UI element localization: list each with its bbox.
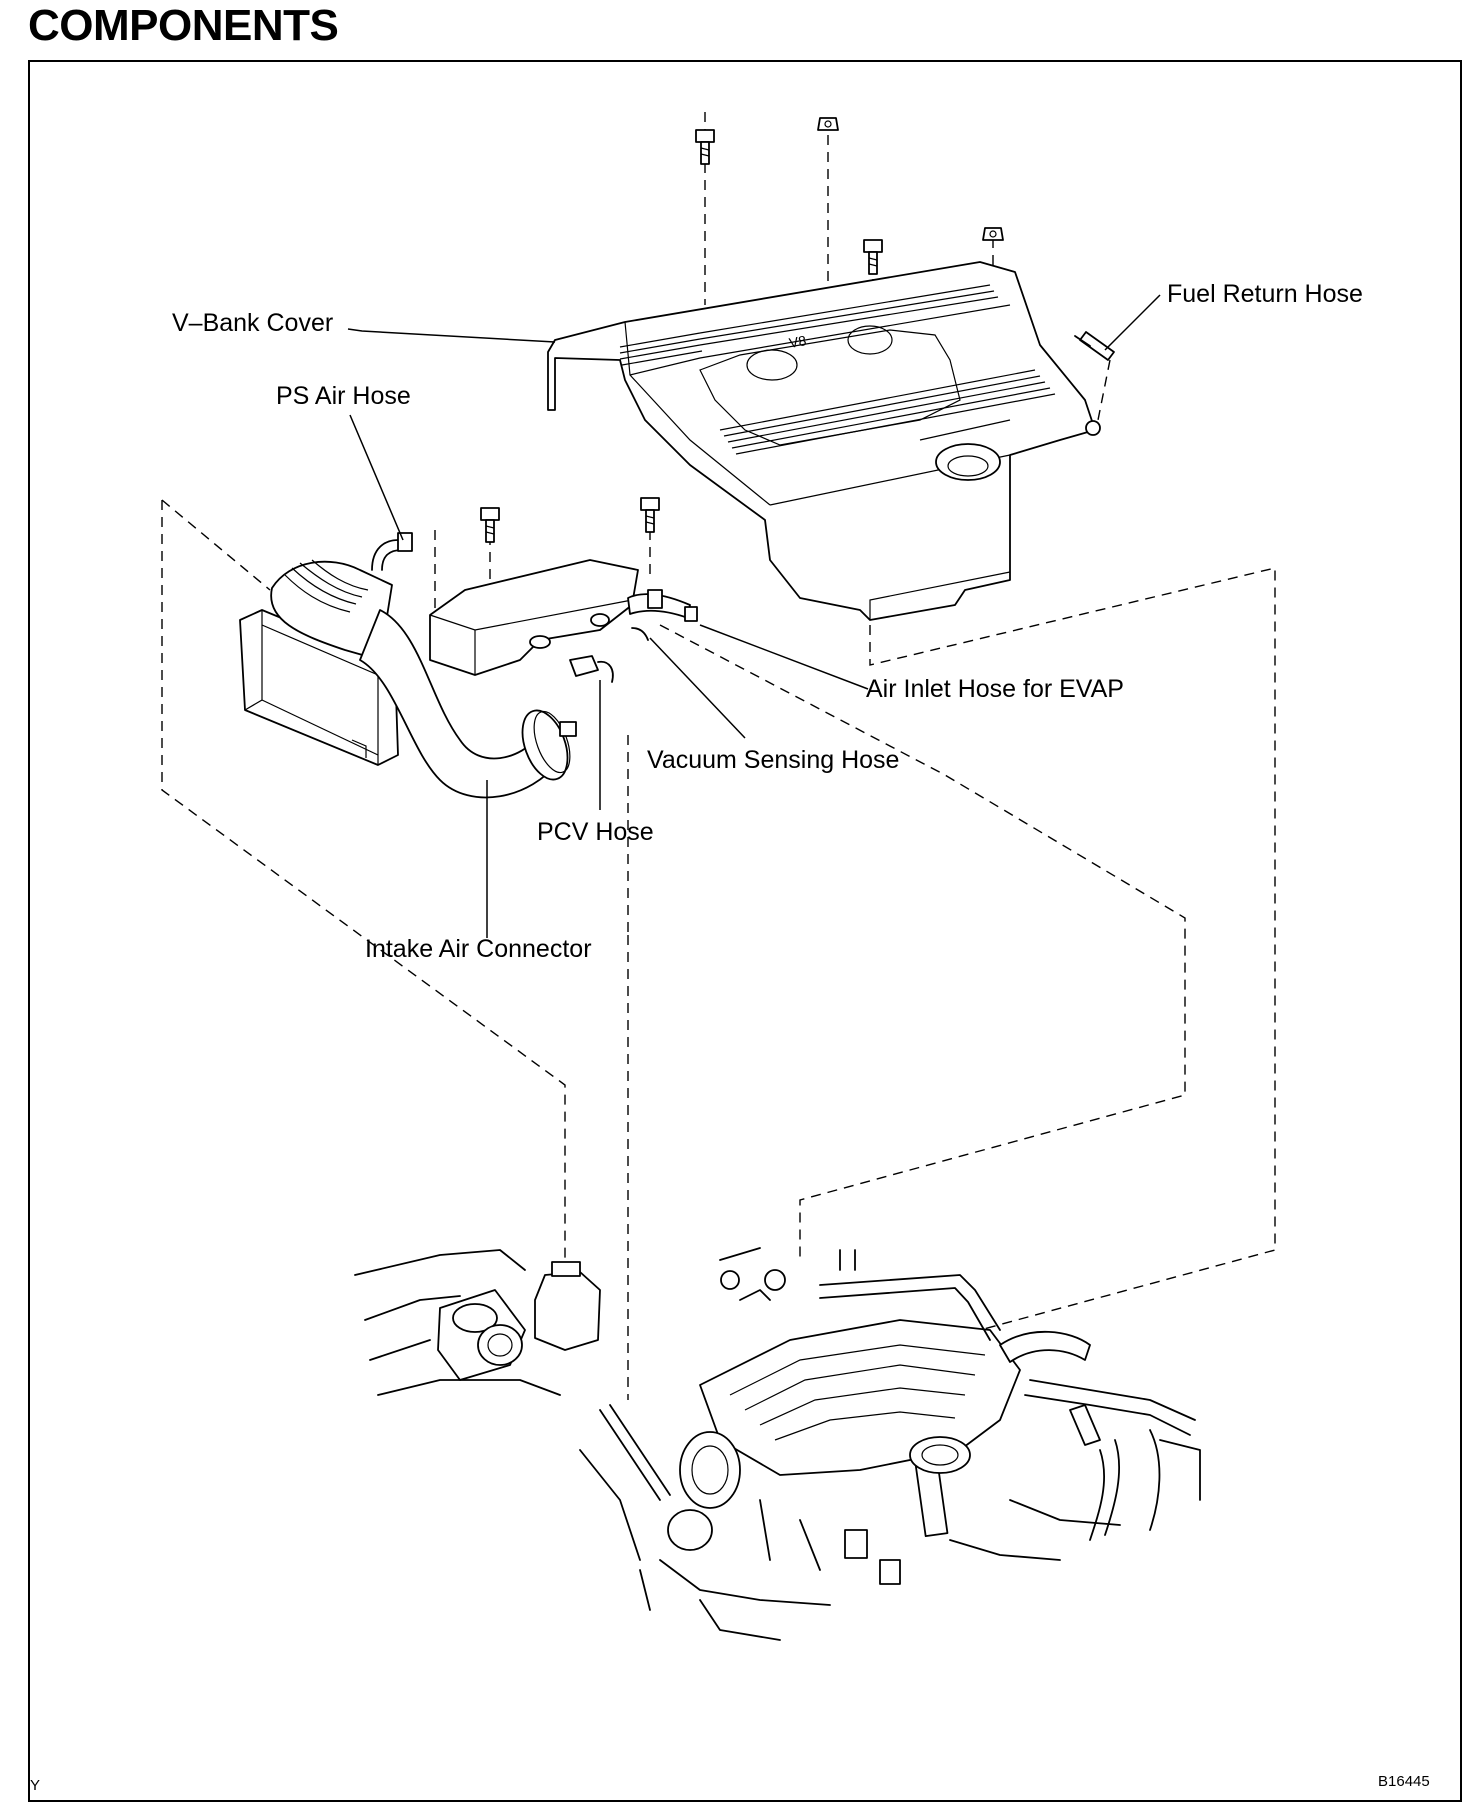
cover-fasteners [480, 117, 1004, 543]
pcv-hose [569, 655, 614, 683]
label-intake-air-connector: Intake Air Connector [365, 935, 592, 963]
svg-text:V8: V8 [788, 332, 808, 351]
nut-icon [982, 227, 1004, 241]
bolt-icon [695, 129, 715, 165]
bolt-icon [863, 239, 883, 275]
engine-assembly [354, 1247, 1201, 1641]
label-fuel-return-hose: Fuel Return Hose [1167, 280, 1363, 308]
intake-air-connector [270, 559, 577, 799]
corner-mark-left: Y [30, 1777, 40, 1794]
figure-code: B16445 [1378, 1773, 1430, 1790]
label-pcv-hose: PCV Hose [537, 818, 654, 846]
label-ps-air-hose: PS Air Hose [276, 382, 411, 410]
bolt-icon [480, 507, 500, 543]
callout-labels: V–Bank Cover Fuel Return Hose PS Air Hos… [172, 280, 1363, 963]
nut-icon [817, 117, 839, 131]
bolt-icon [640, 497, 660, 533]
page-title: COMPONENTS [28, 1, 339, 50]
fuel-return-hose [1074, 331, 1115, 361]
ps-air-hose [371, 532, 413, 571]
label-vacuum-sensing-hose: Vacuum Sensing Hose [647, 746, 899, 774]
vacuum-sensing-hose [631, 627, 649, 641]
leader-lines [347, 294, 1161, 938]
label-air-inlet-hose-evap: Air Inlet Hose for EVAP [866, 675, 1124, 703]
diagram-frame [28, 60, 1462, 1802]
air-inlet-hose-evap [627, 589, 698, 622]
cover-ribs [619, 284, 1056, 455]
label-v-bank-cover: V–Bank Cover [172, 309, 333, 337]
v-bank-cover: V8 [547, 261, 1101, 621]
air-inlet-box [429, 559, 639, 676]
